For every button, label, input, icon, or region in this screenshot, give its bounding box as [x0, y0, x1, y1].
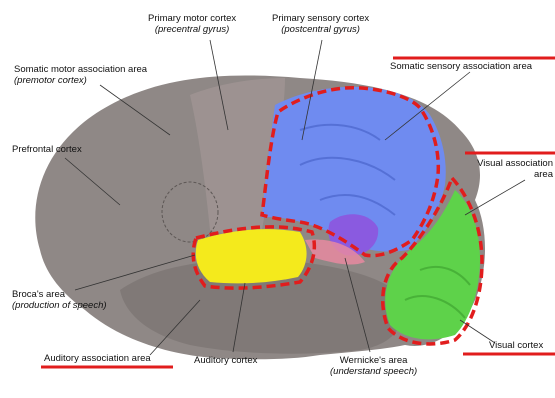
- label-prefrontal: Prefrontal cortex: [12, 144, 82, 155]
- label-visual: Visual cortex: [489, 340, 543, 351]
- label-somatic-motor-assoc: Somatic motor association area (premotor…: [14, 64, 147, 86]
- label-auditory: Auditory cortex: [194, 355, 257, 366]
- label-somatic-sensory-assoc: Somatic sensory association area: [390, 61, 532, 72]
- auditory-region: [196, 229, 307, 283]
- label-auditory-assoc: Auditory association area: [44, 353, 151, 364]
- label-primary-sensory: Primary sensory cortex (postcentral gyru…: [272, 13, 369, 35]
- label-visual-assoc: Visual association area: [466, 158, 553, 180]
- label-brocas: Broca's area (production of speech): [12, 289, 107, 311]
- label-wernickes: Wernicke's area (understand speech): [330, 355, 417, 377]
- label-primary-motor: Primary motor cortex (precentral gyrus): [148, 13, 236, 35]
